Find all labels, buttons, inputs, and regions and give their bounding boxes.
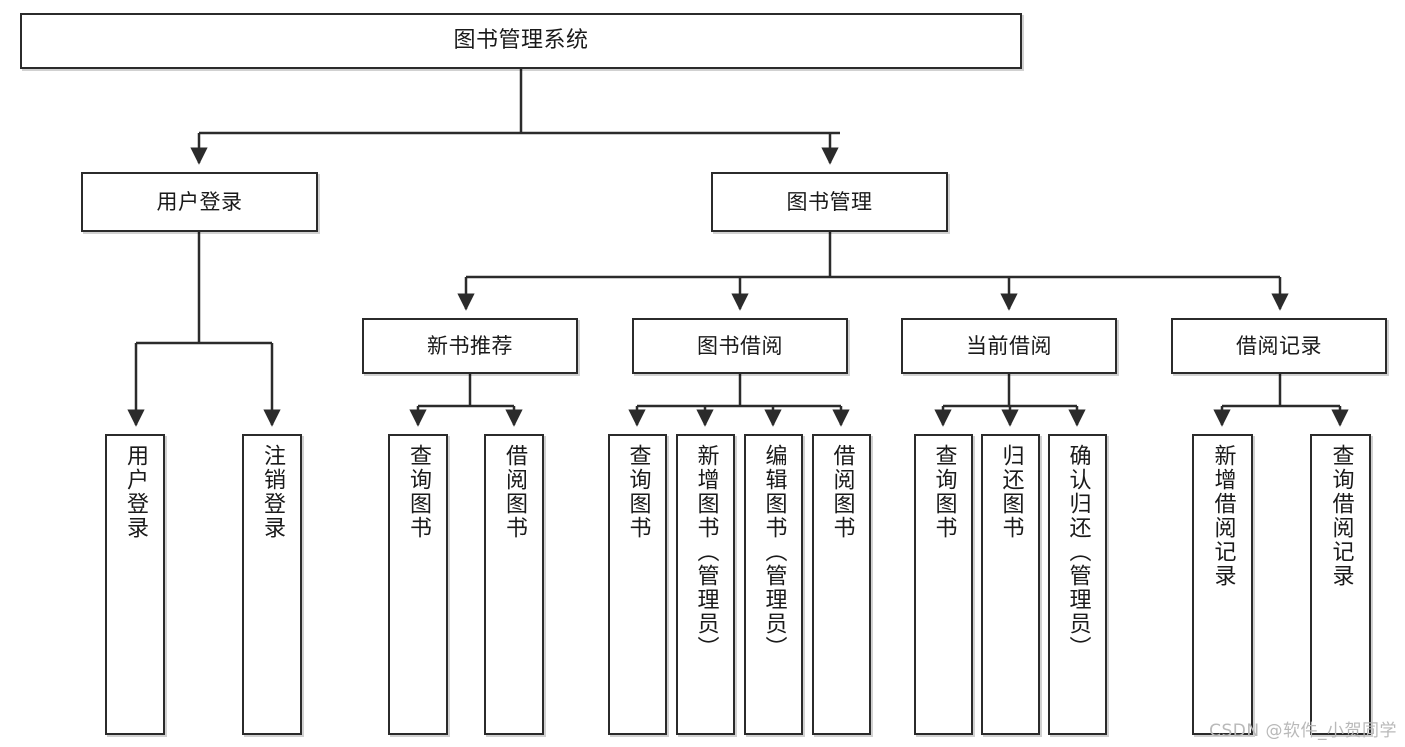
node-leaf-query-record-label: 查询借阅记录 — [1328, 444, 1354, 588]
node-leaf-query-record[interactable]: 查询借阅记录 — [1310, 434, 1371, 735]
node-root-label: 图书管理系统 — [453, 28, 589, 54]
node-leaf-user-login[interactable]: 用户登录 — [105, 434, 165, 735]
node-leaf-borrow-book-label: 借阅图书 — [829, 444, 855, 540]
node-current-borrow-label: 当前借阅 — [966, 333, 1052, 358]
node-leaf-query-book-rec-label: 查询图书 — [406, 444, 431, 540]
node-leaf-user-logout-label: 注销登录 — [260, 444, 285, 540]
node-user-login[interactable]: 用户登录 — [81, 172, 318, 232]
node-book-borrow[interactable]: 图书借阅 — [632, 318, 848, 374]
node-leaf-confirm-return[interactable]: 确认归还（管理员） — [1048, 434, 1107, 735]
node-root[interactable]: 图书管理系统 — [20, 13, 1022, 69]
node-leaf-query-book-cur-label: 查询图书 — [931, 444, 957, 540]
node-leaf-user-login-label: 用户登录 — [123, 444, 148, 540]
node-leaf-query-book-borrow-label: 查询图书 — [625, 444, 651, 540]
node-book-manage[interactable]: 图书管理 — [711, 172, 948, 232]
node-leaf-borrow-book-rec[interactable]: 借阅图书 — [484, 434, 544, 735]
node-leaf-edit-book[interactable]: 编辑图书（管理员） — [744, 434, 803, 735]
node-leaf-add-record-label: 新增借阅记录 — [1210, 444, 1236, 588]
node-borrow-record-label: 借阅记录 — [1236, 333, 1322, 358]
node-leaf-return-book-label: 归还图书 — [998, 444, 1024, 540]
node-leaf-query-book-borrow[interactable]: 查询图书 — [608, 434, 667, 735]
node-leaf-user-logout[interactable]: 注销登录 — [242, 434, 302, 735]
node-leaf-borrow-book-rec-label: 借阅图书 — [502, 444, 527, 540]
node-borrow-record[interactable]: 借阅记录 — [1171, 318, 1387, 374]
node-leaf-add-record[interactable]: 新增借阅记录 — [1192, 434, 1253, 735]
node-leaf-borrow-book[interactable]: 借阅图书 — [812, 434, 871, 735]
node-leaf-return-book[interactable]: 归还图书 — [981, 434, 1040, 735]
node-book-manage-label: 图书管理 — [786, 189, 873, 214]
node-new-book-rec-label: 新书推荐 — [427, 333, 513, 358]
node-user-login-label: 用户登录 — [156, 189, 243, 214]
node-leaf-add-book[interactable]: 新增图书（管理员） — [676, 434, 735, 735]
node-leaf-confirm-return-label: 确认归还（管理员） — [1065, 444, 1091, 660]
node-leaf-edit-book-label: 编辑图书（管理员） — [761, 444, 787, 660]
node-current-borrow[interactable]: 当前借阅 — [901, 318, 1117, 374]
node-book-borrow-label: 图书借阅 — [697, 333, 783, 358]
node-new-book-rec[interactable]: 新书推荐 — [362, 318, 578, 374]
node-leaf-query-book-cur[interactable]: 查询图书 — [914, 434, 973, 735]
node-leaf-add-book-label: 新增图书（管理员） — [693, 444, 719, 660]
node-leaf-query-book-rec[interactable]: 查询图书 — [388, 434, 448, 735]
